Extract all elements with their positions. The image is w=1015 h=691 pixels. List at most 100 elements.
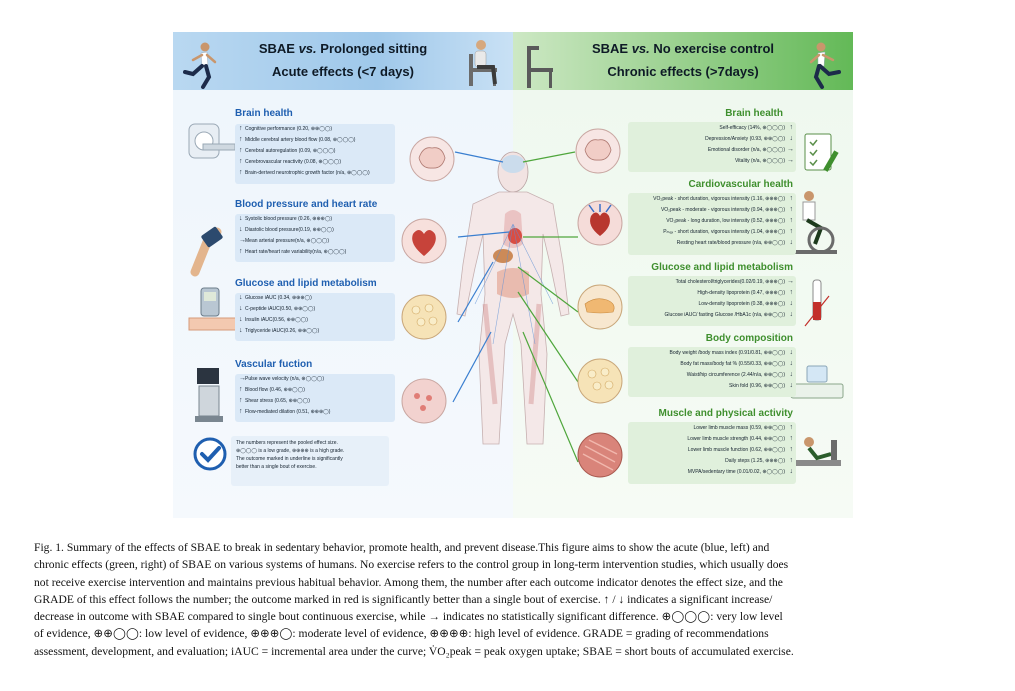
outcome-row: VO₂peak - long duration, low intensity (…	[666, 217, 794, 224]
brain-circle-left-icon	[409, 136, 455, 182]
outcome-text: Resting heart rate/blood pressure (n/a, …	[676, 240, 785, 246]
right-section-title: Brain health	[725, 108, 783, 119]
outcome-row: Vitality (n/a, ⊕◯◯◯)→	[735, 157, 794, 164]
fat-tissue-circle-left-icon	[401, 294, 447, 340]
leg-press-icon	[793, 437, 841, 466]
outcome-text: Body fat mass/body fat % (0.55/0.33, ⊕⊕◯…	[680, 361, 785, 367]
arrow-indicator: ↓	[789, 300, 794, 307]
bp-cuff-icon	[190, 226, 223, 277]
note-line: better than a single bout of exercise.	[236, 464, 317, 470]
arrow-indicator: ↑	[789, 446, 794, 453]
outcome-row: ↓Diastolic blood pressure(0.19, ⊕⊕◯◯)	[239, 226, 334, 233]
summary-figure: SBAE vs. Prolonged sitting Acute effects…	[173, 32, 853, 518]
right-glucose-box	[628, 276, 796, 326]
outcome-text: Self-efficacy (14%, ⊕◯◯◯)	[719, 125, 785, 131]
outcome-row: ↑Cognitive performance (0.20, ⊕⊕◯◯)	[239, 125, 332, 132]
outcome-row: →Pulse wave velocity (n/a, ⊕◯◯◯)	[239, 375, 325, 382]
arrow-indicator: ↑	[239, 158, 243, 165]
arrow-indicator: →	[239, 237, 246, 244]
outcome-text: Middle cerebral artery blood flow (0.08,…	[245, 137, 356, 143]
arrow-indicator: ↑	[789, 424, 794, 431]
outcome-row: Emotional disorder (n/a, ⊕◯◯◯)→	[708, 146, 794, 153]
right-section-title: Cardiovascular health	[688, 179, 793, 190]
arrow-indicator: ↓	[239, 294, 243, 301]
muscle-circle-icon	[577, 432, 623, 478]
outcome-text: Diastolic blood pressure(0.19, ⊕⊕◯◯)	[245, 227, 334, 233]
outcome-text: Flow-mediated dilation (0.51, ⊕⊕⊕◯)	[245, 409, 331, 415]
arrow-indicator: ↑	[789, 206, 794, 213]
note-line: ⊕◯◯◯ is a low grade, ⊕⊕⊕⊕ is a high grad…	[236, 448, 345, 454]
caption-line: assessment, development, and evaluation;…	[34, 644, 794, 658]
outcome-text: Systolic blood pressure (0.26, ⊕⊕⊕◯)	[245, 216, 333, 222]
header-prefix: SBAE	[591, 41, 629, 56]
outcome-row: Lower limb muscle function (0.62, ⊕⊕◯◯) ↑	[687, 446, 794, 453]
right-section-title: Glucose and lipid metabolism	[651, 262, 793, 273]
arrow-indicator: ↑	[239, 169, 243, 176]
figure-caption: Fig. 1. Summary of the effects of SBAE t…	[34, 539, 982, 660]
caption-line: GRADE of this effect follows the number;…	[34, 592, 773, 606]
outcome-text: C-peptide iAUC(0.50, ⊕⊕◯◯)	[245, 306, 316, 312]
caption-line: decrease in outcome with SBAE compared t…	[34, 610, 783, 624]
header-subtitle: Acute effects (<7 days)	[272, 64, 414, 79]
header-vs: vs.	[298, 41, 317, 56]
arrow-indicator: ↑	[789, 289, 794, 296]
left-brain-health-box	[235, 124, 395, 184]
arrow-indicator: ↓	[789, 371, 794, 378]
arrow-indicator: ↑	[789, 124, 794, 131]
arrow-indicator: ↓	[789, 468, 794, 475]
outcome-text: Low-density lipoprotein (0.38, ⊕⊕⊕◯)	[698, 301, 785, 307]
outcome-text: MVPA/sedentary time (0.01/0.02, ⊕◯◯◯)	[687, 469, 785, 475]
left-bp-box	[235, 214, 395, 262]
exercise-bike-icon	[793, 191, 837, 254]
body-scale-icon	[790, 365, 844, 399]
outcome-row: ↑Brain-derived neurotrophic growth facto…	[239, 169, 370, 176]
left-section-title: Blood pressure and heart rate	[235, 199, 378, 210]
arrow-indicator: ↑	[239, 397, 243, 404]
outcome-text: Triglyceride iAUC(0.26, ⊕⊕◯◯)	[245, 328, 320, 334]
outcome-text: VO₂peak - moderate - vigorous intensity …	[660, 207, 785, 213]
arrow-indicator: ↑	[789, 217, 794, 224]
runner-right-icon	[809, 42, 841, 89]
arrow-indicator: ↑	[239, 386, 243, 393]
arrow-indicator: →	[239, 375, 246, 382]
outcome-row: Pₘₐₓ - short duration, vigorous intensit…	[663, 228, 793, 235]
outcome-row: ↑Cerebrovascular reactivity (0.08, ⊕◯◯◯)	[239, 158, 341, 165]
outcome-text: VO₂peak - short duration, vigorous inten…	[653, 196, 785, 202]
checklist-icon	[804, 133, 839, 172]
outcome-row: Waist/hip circumference (2.44/n/a, ⊕⊕◯◯)…	[687, 371, 794, 378]
fat-tissue-circle-right-icon	[577, 358, 623, 404]
left-section-title: Glucose and lipid metabolism	[235, 278, 377, 289]
outcome-text: Lower limb muscle function (0.62, ⊕⊕◯◯)	[687, 447, 785, 453]
chair-icon	[527, 46, 553, 88]
arrow-indicator: ↓	[239, 327, 243, 334]
outcome-text: Depression/Anxiety (0.93, ⊕⊕◯◯)	[705, 136, 785, 142]
outcome-text: Skin fold (0.96, ⊕⊕◯◯)	[729, 383, 785, 389]
right-section-title: Body composition	[705, 333, 793, 344]
arrow-indicator: ↑	[239, 147, 243, 154]
header-comparison: Prolonged sitting	[320, 41, 428, 56]
outcome-text: Cerebral autoregulation (0.09, ⊕◯◯◯)	[245, 148, 336, 154]
outcome-text: Shear stress (0.65, ⊕⊕◯◯)	[245, 398, 310, 404]
outcome-row: ↓Insulin iAUC(0.56, ⊕⊕◯◯)	[239, 316, 308, 323]
legend-note: The numbers represent the pooled effect …	[231, 436, 389, 486]
outcome-row: ↑Cerebral autoregulation (0.09, ⊕◯◯◯)	[239, 147, 336, 154]
outcome-row: VO₂peak - short duration, vigorous inten…	[653, 195, 793, 202]
outcome-row: ↑Middle cerebral artery blood flow (0.08…	[239, 136, 356, 143]
left-section-title: Brain health	[235, 108, 293, 119]
outcome-row: High-density lipoprotein (0.47, ⊕⊕⊕◯)↑	[697, 289, 794, 296]
connector-lines	[452, 151, 579, 463]
outcome-text: Pulse wave velocity (n/a, ⊕◯◯◯)	[245, 376, 325, 382]
outcome-text: Lower limb muscle strength (0.44, ⊕⊕◯◯)	[687, 436, 785, 442]
arrow-indicator: ↑	[789, 457, 794, 464]
outcome-row: ↓C-peptide iAUC(0.50, ⊕⊕◯◯)	[239, 305, 316, 312]
outcome-row: Depression/Anxiety (0.93, ⊕⊕◯◯) ↓	[705, 135, 794, 142]
outcome-row: Body weight /body mass index (0.91/0.81,…	[670, 349, 793, 356]
outcome-row: Lower limb muscle strength (0.44, ⊕⊕◯◯)↑	[687, 435, 793, 442]
left-glucose-box	[235, 293, 395, 341]
header-comparison: No exercise control	[653, 41, 775, 56]
outcome-row: ↓Triglyceride iAUC(0.26, ⊕⊕◯◯)	[239, 327, 320, 334]
note-line: The numbers represent the pooled effect …	[236, 440, 338, 446]
blood-test-tube-icon	[804, 279, 830, 327]
right-body-comp-box	[628, 347, 796, 397]
arrow-indicator: ↓	[789, 135, 794, 142]
